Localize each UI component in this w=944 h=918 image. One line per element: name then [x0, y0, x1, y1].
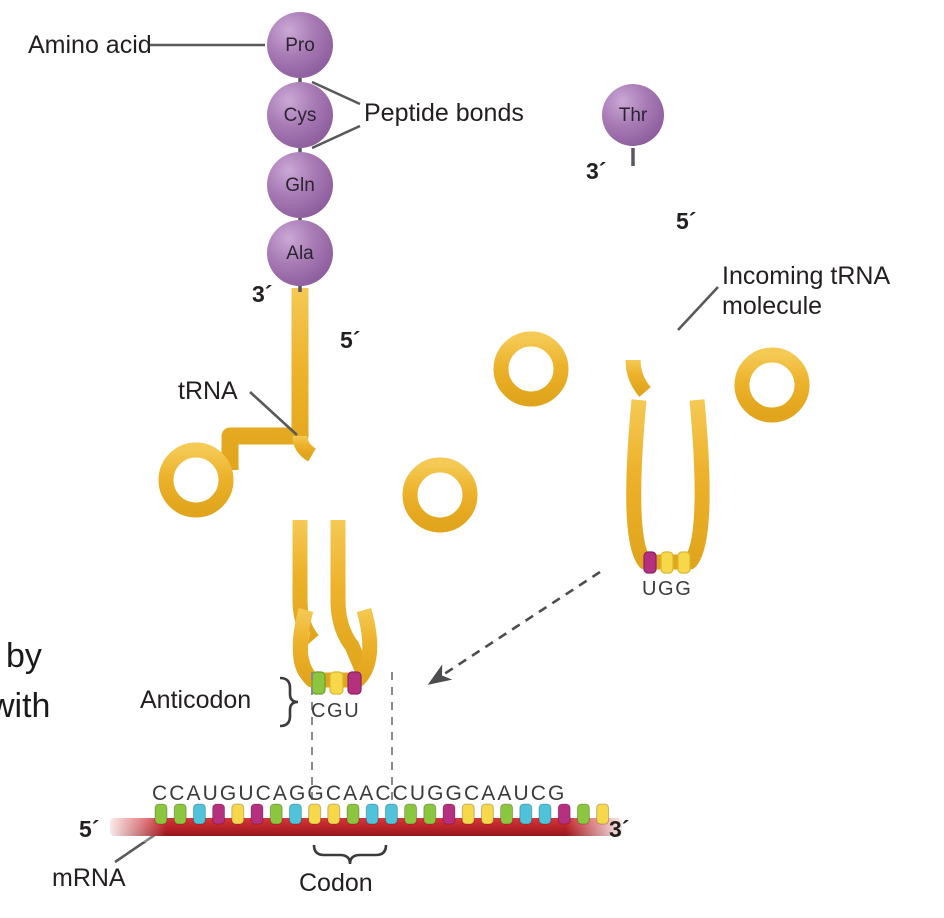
mrna-base-c	[346, 803, 360, 825]
label-amino-acid: Amino acid	[28, 31, 152, 59]
leader-line-peptide-bond-1	[311, 80, 361, 106]
mrna-base-a	[519, 803, 533, 825]
label-trna-right-3prime: 3´	[586, 158, 607, 184]
mrna-base-u	[442, 803, 456, 825]
label-incoming-anticodon-sequence: UGG	[642, 578, 693, 600]
mrna-base-u	[212, 803, 226, 825]
label-peptide-bonds: Peptide bonds	[364, 99, 524, 127]
leader-line-trna	[249, 391, 298, 436]
polypeptide-chain: Pro Cys Gln Ala	[267, 12, 333, 292]
leader-line-incoming-trna	[677, 286, 719, 331]
mrna-base-g	[308, 803, 322, 825]
mrna-base-a	[384, 803, 398, 825]
trna-left-ribbon	[158, 288, 478, 688]
mrna-base-g	[596, 803, 610, 825]
curly-brace-icon-anticodon	[279, 676, 299, 728]
label-codon: Codon	[299, 869, 373, 897]
trna-left-anticodon-bases	[311, 671, 362, 695]
mrna-base-c	[576, 803, 590, 825]
label-trna-left-5prime: 5´	[340, 327, 361, 353]
edge-text-line2: with	[0, 687, 51, 725]
mrna-base-c	[173, 803, 187, 825]
mrna-base-c	[154, 803, 168, 825]
label-mrna-3prime: 3´	[609, 816, 630, 842]
residue-label: Pro	[285, 35, 315, 56]
mrna-base-u	[557, 803, 571, 825]
amino-acid-residue-thr: Thr	[602, 84, 664, 166]
residue-label: Gln	[285, 175, 315, 196]
mrna-base-a	[538, 803, 552, 825]
mrna-base-c	[423, 803, 437, 825]
amino-acid-residue-cys: Cys	[267, 82, 333, 148]
mrna-base-g	[480, 803, 494, 825]
label-mrna: mRNA	[52, 864, 126, 892]
mrna-base-row	[154, 803, 610, 825]
mrna-base-c	[404, 803, 418, 825]
dashed-arrow-icon	[427, 570, 601, 685]
label-trna-left-3prime: 3´	[252, 281, 273, 307]
label-incoming-trna-line2: molecule	[722, 292, 823, 320]
mrna-base-c	[500, 803, 514, 825]
label-anticodon: Anticodon	[140, 686, 252, 714]
mrna-base-a	[288, 803, 302, 825]
residue-label: Cys	[284, 105, 317, 126]
trna-right-anticodon-bases	[643, 551, 691, 574]
curly-brace-icon-codon	[312, 844, 388, 865]
mrna-base-g	[327, 803, 341, 825]
edge-text-line1: by	[6, 637, 42, 675]
mrna-base-a	[192, 803, 206, 825]
mrna-base-g	[461, 803, 475, 825]
mrna-base-c	[269, 803, 283, 825]
label-incoming-trna-line1: Incoming tRNA	[722, 262, 891, 290]
label-trna-right-5prime: 5´	[676, 208, 697, 234]
label-trna: tRNA	[178, 377, 238, 405]
amino-acid-residue-gln: Gln	[267, 152, 333, 218]
mrna-base-a	[365, 803, 379, 825]
label-mrna-5prime: 5´	[79, 816, 100, 842]
residue-label: Thr	[619, 105, 648, 126]
leader-line-peptide-bond-2	[311, 124, 361, 150]
amino-acid-residue-pro: Pro	[267, 12, 333, 78]
amino-acid-residue-ala: Ala	[267, 220, 333, 286]
mrna-base-g	[231, 803, 245, 825]
label-mrna-sequence: CCAUGUCAGGCAACCUGGCAAUCG	[152, 782, 567, 805]
trna-right-ribbon	[493, 163, 810, 570]
mrna-base-u	[250, 803, 264, 825]
residue-label: Ala	[286, 243, 314, 264]
label-anticodon-sequence: CGU	[311, 700, 361, 722]
